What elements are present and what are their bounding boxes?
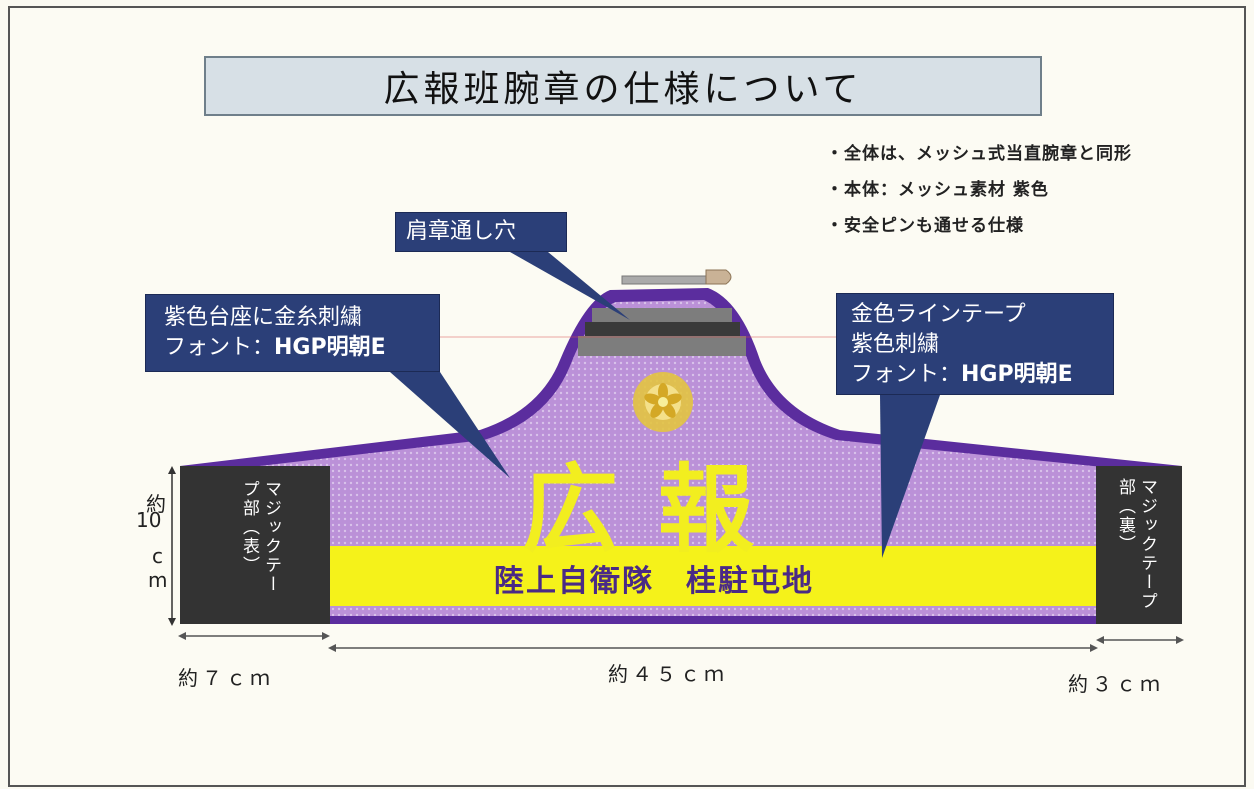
spec-note: ・安全ピンも通せる仕様	[826, 216, 1024, 236]
arrowhead	[1096, 636, 1104, 644]
width-label-left: 約７ｃｍ	[178, 666, 274, 690]
callout-pointer	[390, 372, 510, 478]
magic-tape-right-label: マジックテープ部（裏）	[1115, 478, 1157, 611]
arrowhead	[328, 644, 336, 652]
callout-font-line: フォント：HGP明朝E	[164, 333, 421, 363]
callout-text: フォント：	[164, 335, 275, 360]
font-name: HGP明朝E	[961, 362, 1073, 387]
page-title: 広報班腕章の仕様について	[204, 56, 1042, 116]
arrowhead	[1176, 636, 1184, 644]
spec-note: ・全体は、メッシュ式当直腕章と同形	[826, 144, 1132, 164]
height-label-1: 約	[146, 492, 168, 516]
epaulette-strip	[578, 336, 746, 356]
arrowhead	[322, 632, 330, 640]
gold-line-tape	[328, 546, 1096, 606]
spec-note: ・本体：メッシュ素材 紫色	[826, 180, 1049, 200]
arrowhead	[178, 632, 186, 640]
epaulette-strip	[592, 308, 732, 322]
page-title-text: 広報班腕章の仕様について	[383, 69, 863, 110]
width-label-center: 約４５ｃｍ	[608, 662, 728, 686]
callout-line-tape: 金色ラインテープ 紫色刺繍 フォント：HGP明朝E	[836, 293, 1114, 395]
magic-tape-left	[180, 466, 330, 624]
callout-text: 紫色刺繍	[851, 332, 940, 357]
epaulette-strip	[585, 322, 740, 336]
callout-epaulette-hole: 肩章通し穴	[395, 212, 567, 252]
arrowhead	[1090, 644, 1098, 652]
spec-notes: ・全体は、メッシュ式当直腕章と同形 ・本体：メッシュ素材 紫色 ・安全ピンも通せ…	[826, 136, 1132, 244]
magic-tape-right	[1096, 466, 1182, 624]
callout-font-line: フォント：HGP明朝E	[851, 360, 1099, 390]
callout-text: 紫色台座に金糸刺繍	[164, 305, 363, 330]
height-label-2: 10	[136, 508, 162, 532]
callout-text: 肩章通し穴	[406, 219, 517, 244]
safety-pin-head	[705, 269, 732, 285]
armband-main-text: 広報	[522, 453, 794, 566]
callout-pointer	[510, 252, 630, 320]
callout-base-embroidery: 紫色台座に金糸刺繍 フォント：HGP明朝E	[145, 294, 440, 372]
height-label-3: c	[152, 544, 165, 568]
armband-band-text: 陸上自衛隊 桂駐屯地	[494, 564, 814, 599]
magic-tape-left-label: マジックテープ部（表）	[239, 480, 281, 594]
callout-text: 金色ラインテープ	[851, 302, 1026, 327]
width-label-right: 約３ｃｍ	[1068, 672, 1164, 696]
armband-body	[190, 300, 1172, 616]
arrowhead	[168, 618, 176, 626]
callout-text: フォント：	[851, 362, 962, 387]
height-label-4: m	[148, 568, 170, 592]
callout-pointer	[880, 395, 940, 558]
safety-pin	[621, 275, 715, 285]
font-name: HGP明朝E	[274, 335, 386, 360]
emblem-icon	[633, 372, 693, 432]
arrowhead	[168, 466, 176, 474]
